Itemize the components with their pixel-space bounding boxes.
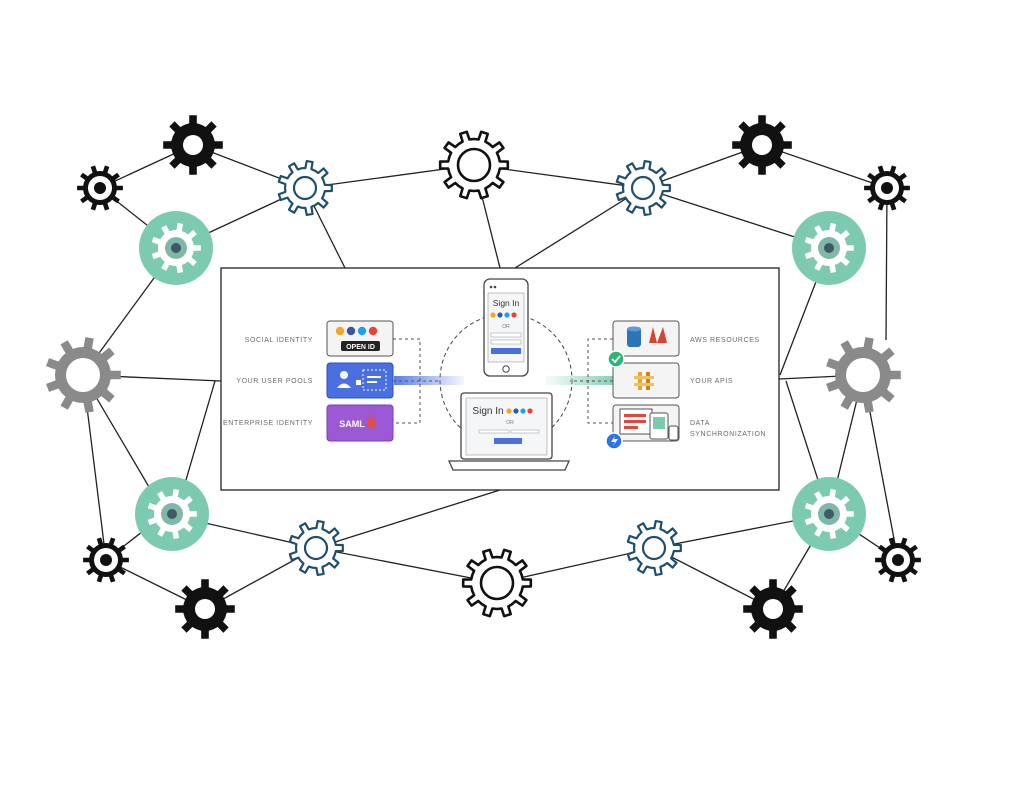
gear-blue-outline-icon [615, 160, 671, 216]
right-dashed-connectors [570, 338, 613, 424]
user-pools-tile [326, 362, 394, 399]
laptop-device: Sign In OR [447, 392, 571, 471]
connection-line [315, 547, 498, 584]
connection-line [761, 144, 888, 189]
connection-line [885, 187, 888, 341]
mobile-icon [668, 425, 679, 441]
gear-black-ring-icon [875, 537, 921, 583]
gear-teal-circle-icon [792, 211, 866, 285]
open-id-text: OPEN ID [346, 344, 375, 351]
laptop-or-text: OR [506, 420, 514, 426]
connection-line [315, 489, 501, 549]
left-dashed-connectors [393, 338, 440, 424]
label-enterprise-identity: ENTERPRISE IDENTITY [223, 420, 313, 427]
your-apis-tile [607, 350, 680, 399]
gear-black-ring-icon [864, 165, 910, 211]
phone-sign-in-button [491, 348, 521, 354]
connection-line [514, 187, 644, 269]
aws-resources-tile [612, 320, 680, 357]
facebook-icon [346, 326, 356, 336]
gear-nodes [46, 115, 921, 639]
gear-black-outline-icon [438, 130, 510, 200]
gear-black-ring-icon [77, 165, 123, 211]
label-your-apis: YOUR APIS [690, 378, 733, 385]
google-icon [368, 326, 378, 336]
laptop-sign-in-title: Sign In [472, 406, 503, 417]
gear-black-solid-icon [175, 579, 235, 639]
padlock-icon [367, 420, 375, 427]
lock-icon [356, 380, 361, 385]
gear-black-ring-icon [83, 537, 129, 583]
gear-teal-circle-icon [135, 477, 209, 551]
s3-bucket-icon [649, 327, 667, 343]
user-icon [340, 371, 348, 379]
phone-password-field [490, 339, 522, 345]
enterprise-identity-tile: SAML [326, 404, 394, 442]
data-sync-tile [605, 404, 680, 450]
gear-teal-circle-icon [792, 477, 866, 551]
identity-panel: SOCIAL IDENTITY YOUR USER POOLS ENTERPRI… [220, 267, 780, 491]
gear-blue-outline-icon [277, 160, 333, 216]
label-synchronization: SYNCHRONIZATION [690, 431, 766, 438]
gear-teal-circle-icon [139, 211, 213, 285]
gear-black-solid-icon [732, 115, 792, 175]
database-icon [627, 327, 641, 347]
gear-black-outline-icon [461, 548, 533, 618]
phone-sign-in-title: Sign In [493, 298, 520, 308]
phone-device: Sign In OR [483, 278, 529, 377]
flow-band-right [545, 376, 613, 385]
connection-line [653, 547, 774, 610]
label-aws-resources: AWS RESOURCES [690, 337, 760, 344]
gear-gray-solid-icon [826, 337, 901, 413]
gear-blue-outline-icon [288, 520, 344, 576]
twitter-icon [357, 326, 367, 336]
label-data: DATA [690, 420, 710, 427]
phone-username-field [490, 332, 522, 338]
laptop-password-field [510, 429, 540, 434]
gear-black-solid-icon [163, 115, 223, 175]
gear-gray-solid-icon [46, 337, 121, 413]
social-identity-tile: OPEN ID [326, 320, 394, 357]
check-icon [607, 350, 625, 368]
laptop-username-field [478, 429, 510, 434]
phone-or-text: OR [502, 324, 510, 330]
open-id-badge [341, 341, 380, 351]
label-social-identity: SOCIAL IDENTITY [245, 337, 313, 344]
laptop-sign-in-button [494, 438, 522, 444]
gear-blue-outline-icon [626, 520, 682, 576]
gear-black-solid-icon [743, 579, 803, 639]
api-gateway-icon [638, 372, 642, 390]
saml-text: SAML [339, 419, 365, 429]
label-user-pools: YOUR USER POOLS [236, 378, 313, 385]
provider-dot-icon [335, 326, 345, 336]
